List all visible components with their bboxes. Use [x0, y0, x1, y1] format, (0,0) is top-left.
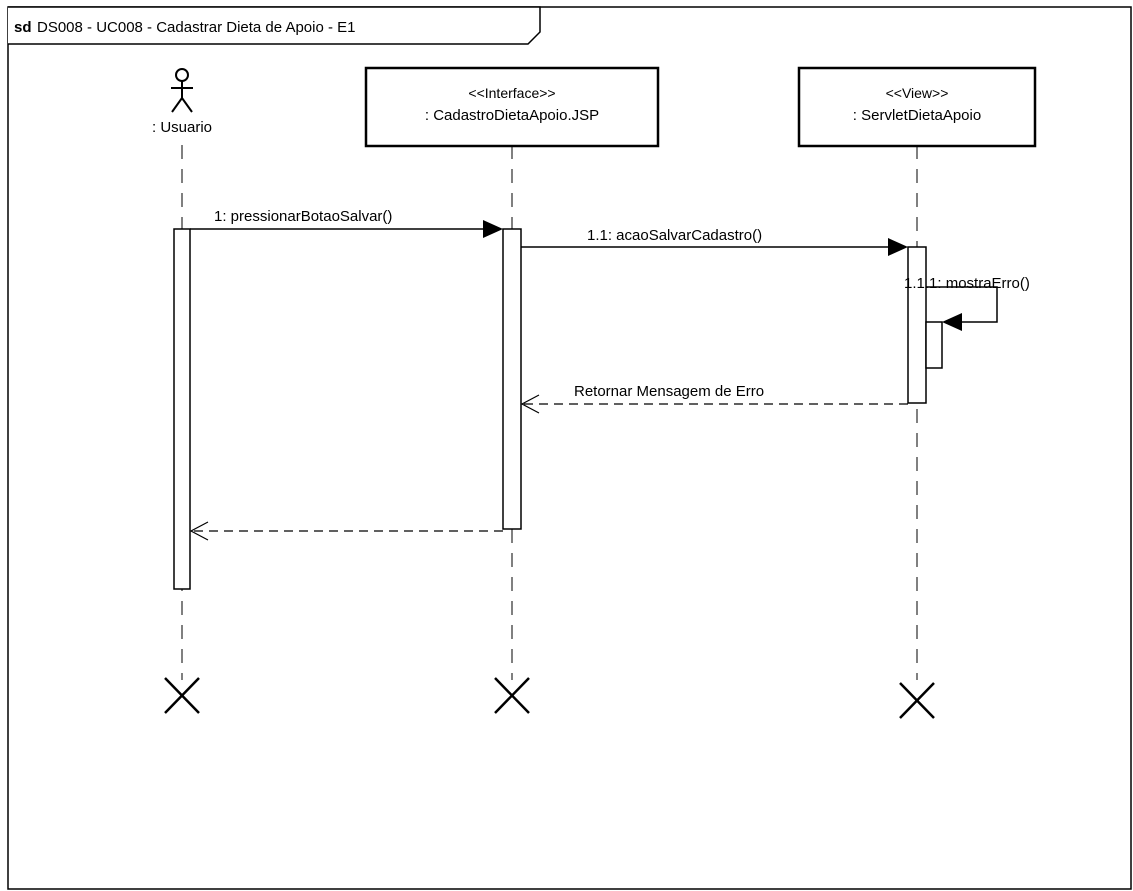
lifeline-servlet-stereotype: <<View>>	[886, 85, 949, 101]
lifeline-jsp-name: : CadastroDietaApoio.JSP	[425, 107, 599, 124]
lifeline-jsp-stereotype: <<Interface>>	[468, 85, 555, 101]
message-1-1-label: 1.1: acaoSalvarCadastro()	[587, 227, 762, 244]
activation-servlet	[907, 246, 927, 404]
return-2-arrowhead	[189, 521, 209, 541]
actor-usuario-label: : Usuario	[152, 119, 212, 136]
activation-jsp	[502, 228, 522, 530]
message-1-1-1-arrowhead	[942, 313, 962, 331]
activation-servlet-nested	[925, 321, 943, 369]
lifeline-head-jsp[interactable]	[364, 66, 660, 148]
return-1-arrowhead	[520, 394, 540, 414]
diagram-frame	[7, 6, 1132, 890]
frame-title-tab	[8, 6, 541, 45]
activation-usuario	[173, 228, 191, 590]
destroy-usuario	[164, 677, 200, 714]
message-1-arrowhead	[483, 220, 503, 238]
lifeline-head-servlet[interactable]	[797, 66, 1037, 148]
destroy-servlet	[899, 682, 935, 719]
lifeline-servlet-name: : ServletDietaApoio	[853, 107, 981, 124]
return-1-label: Retornar Mensagem de Erro	[574, 383, 764, 400]
message-1-1-1-line	[926, 286, 998, 323]
actor-usuario[interactable]	[171, 68, 193, 113]
message-1-1-1-label: 1.1.1: mostraErro()	[904, 275, 1030, 292]
frame-keyword: sd	[14, 19, 32, 36]
frame-title: DS008 - UC008 - Cadastrar Dieta de Apoio…	[37, 19, 356, 36]
message-1-1-arrowhead	[888, 238, 908, 256]
destroy-jsp	[494, 677, 530, 714]
message-1-label: 1: pressionarBotaoSalvar()	[214, 208, 392, 225]
